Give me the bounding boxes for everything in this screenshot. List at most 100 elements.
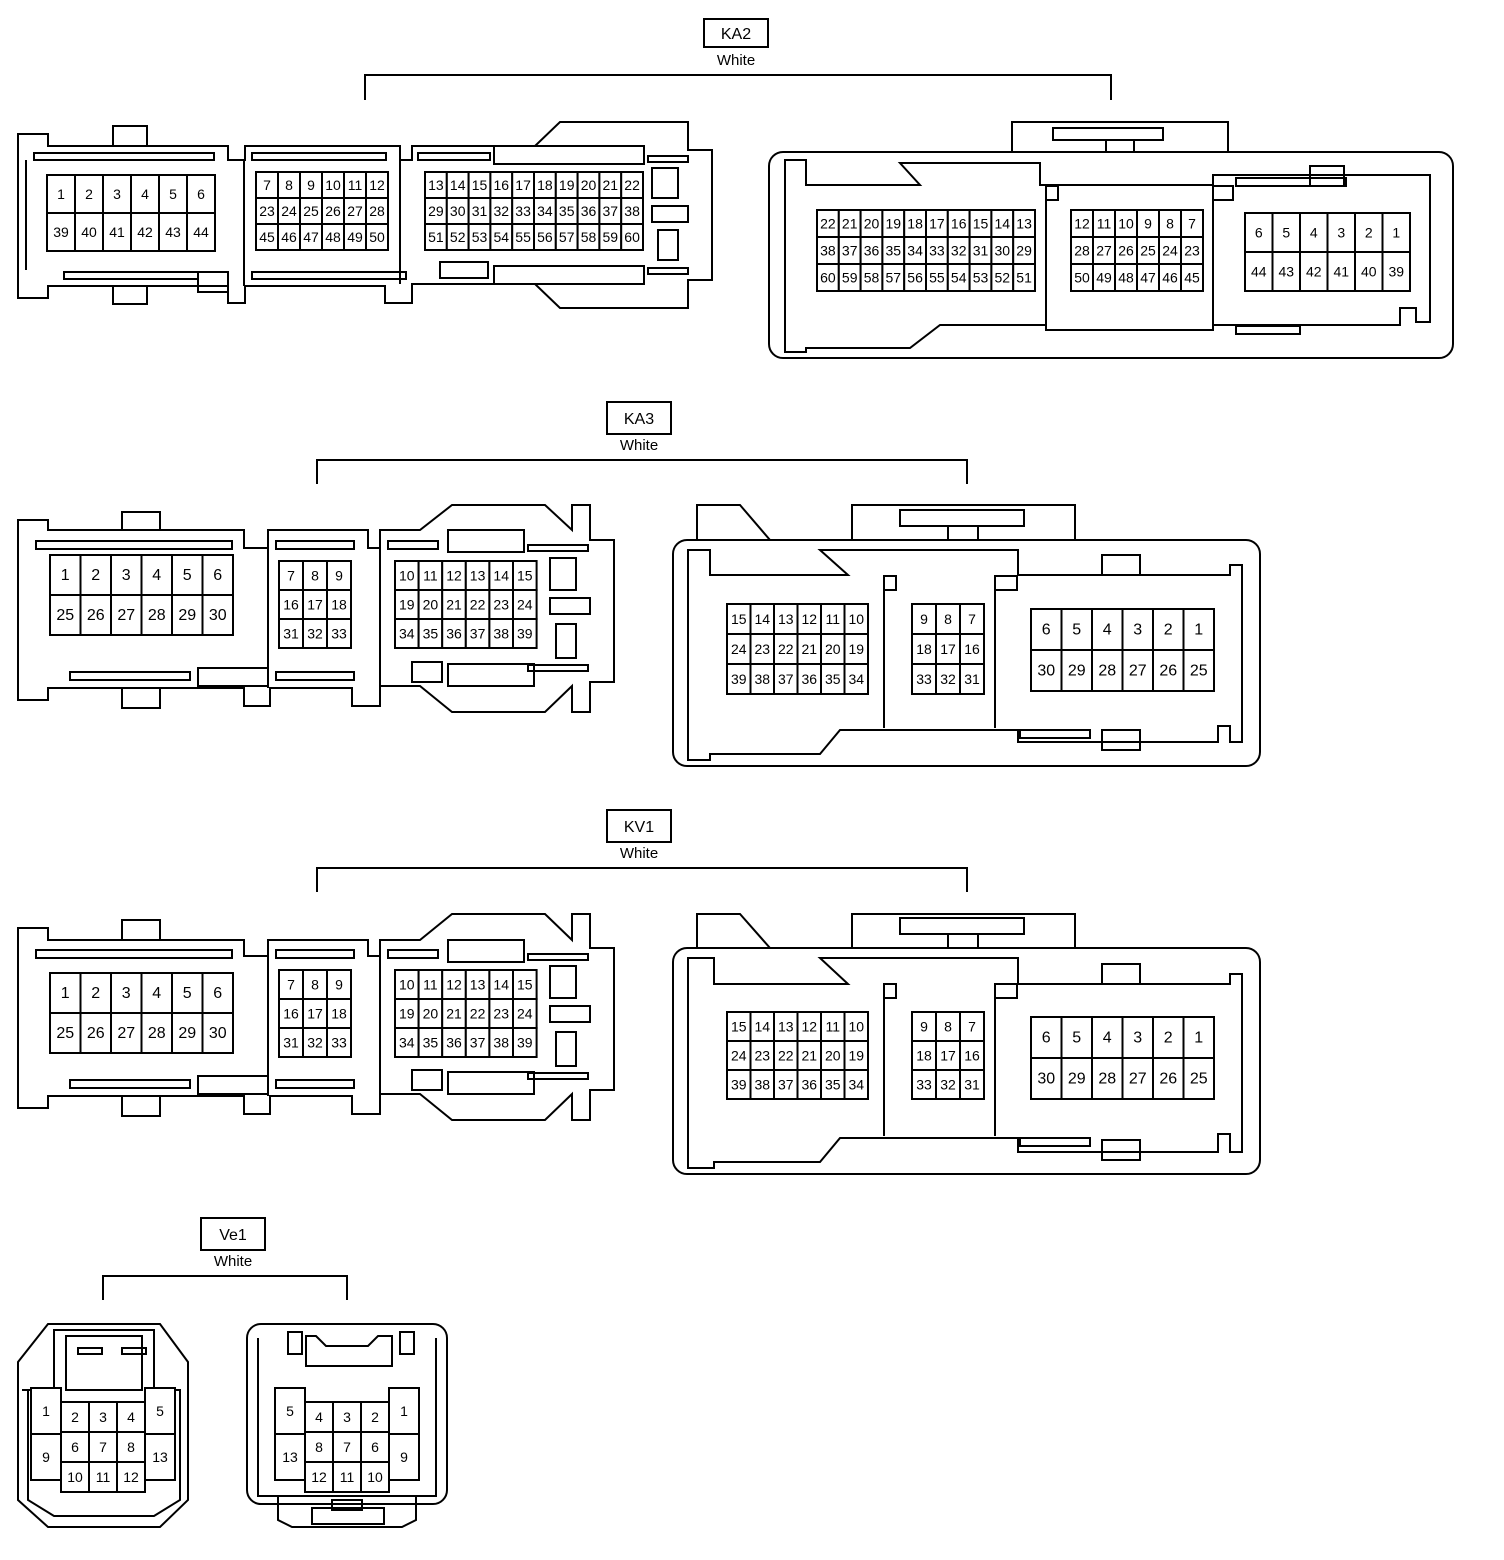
pin-number: 9 (920, 611, 928, 627)
pin-number: 28 (1098, 663, 1116, 680)
pin-number: 6 (371, 1439, 379, 1455)
pin-cell (302, 618, 328, 649)
pin-number: 16 (964, 1048, 980, 1064)
connector-color: White (214, 1253, 252, 1270)
pin-number: 56 (537, 229, 553, 245)
pin-number: 38 (624, 203, 640, 219)
pin-number: 16 (494, 177, 510, 193)
pin-number: 19 (886, 216, 902, 232)
pin-number: 21 (603, 177, 619, 193)
pin-number: 28 (369, 203, 385, 219)
pin-number: 7 (99, 1439, 107, 1455)
pin-cell (935, 1069, 961, 1100)
pin-number: 42 (137, 224, 153, 240)
male-housing (768, 121, 1454, 359)
pin-number: 34 (848, 671, 864, 687)
pin-number: 24 (731, 641, 747, 657)
pin-number: 22 (820, 216, 836, 232)
pin-number: 5 (183, 567, 192, 584)
pin-number: 7 (287, 568, 295, 584)
pin-number: 24 (517, 1006, 533, 1022)
pin-number: 9 (400, 1449, 408, 1465)
pin-number: 4 (1103, 1030, 1112, 1047)
pin-number: 37 (842, 243, 858, 259)
pin-number: 13 (778, 611, 794, 627)
pin-number: 27 (1129, 663, 1147, 680)
pin-number: 21 (801, 641, 817, 657)
pin-number: 40 (81, 224, 97, 240)
pin-cell (326, 589, 352, 620)
pin-number: 6 (213, 985, 222, 1002)
bracket (102, 1275, 348, 1300)
connector-id: KV1 (624, 819, 654, 836)
pin-number: 12 (311, 1469, 327, 1485)
pin-number: 6 (197, 186, 205, 202)
pin-number: 37 (778, 671, 794, 687)
pin-number: 23 (493, 597, 509, 613)
pin-number: 5 (1282, 225, 1290, 241)
pin-number: 13 (778, 1019, 794, 1035)
connector-color: White (620, 437, 658, 454)
pin-number: 9 (335, 977, 343, 993)
pin-number: 59 (603, 229, 619, 245)
pin-cell (959, 603, 985, 635)
pin-cell (201, 1012, 234, 1054)
pin-number: 21 (801, 1048, 817, 1064)
pin-number: 36 (581, 203, 597, 219)
pin-number: 6 (71, 1439, 79, 1455)
pin-number: 2 (85, 186, 93, 202)
pin-number: 21 (446, 1006, 462, 1022)
pin-number: 13 (152, 1449, 168, 1465)
pin-number: 31 (964, 1077, 980, 1093)
pin-cell (620, 223, 645, 251)
pin-number: 5 (286, 1403, 294, 1419)
pin-cell (959, 1069, 985, 1100)
pin-number: 59 (842, 270, 858, 286)
pin-cell (130, 212, 160, 252)
pin-cell (1152, 649, 1185, 692)
pin-number: 38 (820, 243, 836, 259)
pin-number: 33 (331, 1035, 347, 1051)
pin-number: 1 (57, 186, 65, 202)
pin-cell (512, 618, 538, 649)
pin-number: 8 (1166, 216, 1174, 232)
pin-number: 30 (209, 607, 227, 624)
pin-number: 43 (1278, 264, 1294, 280)
pin-number: 11 (423, 568, 438, 584)
pin-number: 34 (537, 203, 553, 219)
pin-number: 5 (156, 1403, 164, 1419)
pin-number: 6 (1042, 1030, 1051, 1047)
pin-number: 33 (929, 243, 945, 259)
pin-cell (1299, 251, 1329, 292)
pin-number: 22 (470, 597, 486, 613)
connector-id: KA2 (721, 26, 751, 43)
pin-number: 24 (281, 203, 297, 219)
pin-number: 3 (1133, 1030, 1142, 1047)
pin-number: 35 (559, 203, 575, 219)
pin-number: 56 (907, 270, 923, 286)
pin-number: 20 (423, 597, 439, 613)
pin-number: 34 (907, 243, 923, 259)
pin-number: 6 (213, 567, 222, 584)
pin-number: 37 (470, 626, 486, 642)
pin-number: 4 (1310, 225, 1318, 241)
pin-cell (1012, 263, 1037, 292)
pin-cell (110, 1012, 143, 1054)
pin-cell (959, 663, 985, 695)
pin-number: 38 (493, 1035, 509, 1051)
pin-number: 44 (1251, 264, 1267, 280)
pin-number: 3 (343, 1409, 351, 1425)
pin-number: 25 (1190, 663, 1208, 680)
pin-cell (1299, 212, 1329, 253)
pin-cell (79, 972, 112, 1014)
pin-number: 10 (399, 977, 415, 993)
pin-number: 2 (1164, 622, 1173, 639)
pin-cell (1030, 1016, 1063, 1059)
pin-number: 12 (369, 177, 385, 193)
pin-number: 17 (307, 597, 323, 613)
pin-number: 31 (973, 243, 989, 259)
pin-number: 32 (940, 671, 956, 687)
pin-cell (116, 1461, 146, 1493)
